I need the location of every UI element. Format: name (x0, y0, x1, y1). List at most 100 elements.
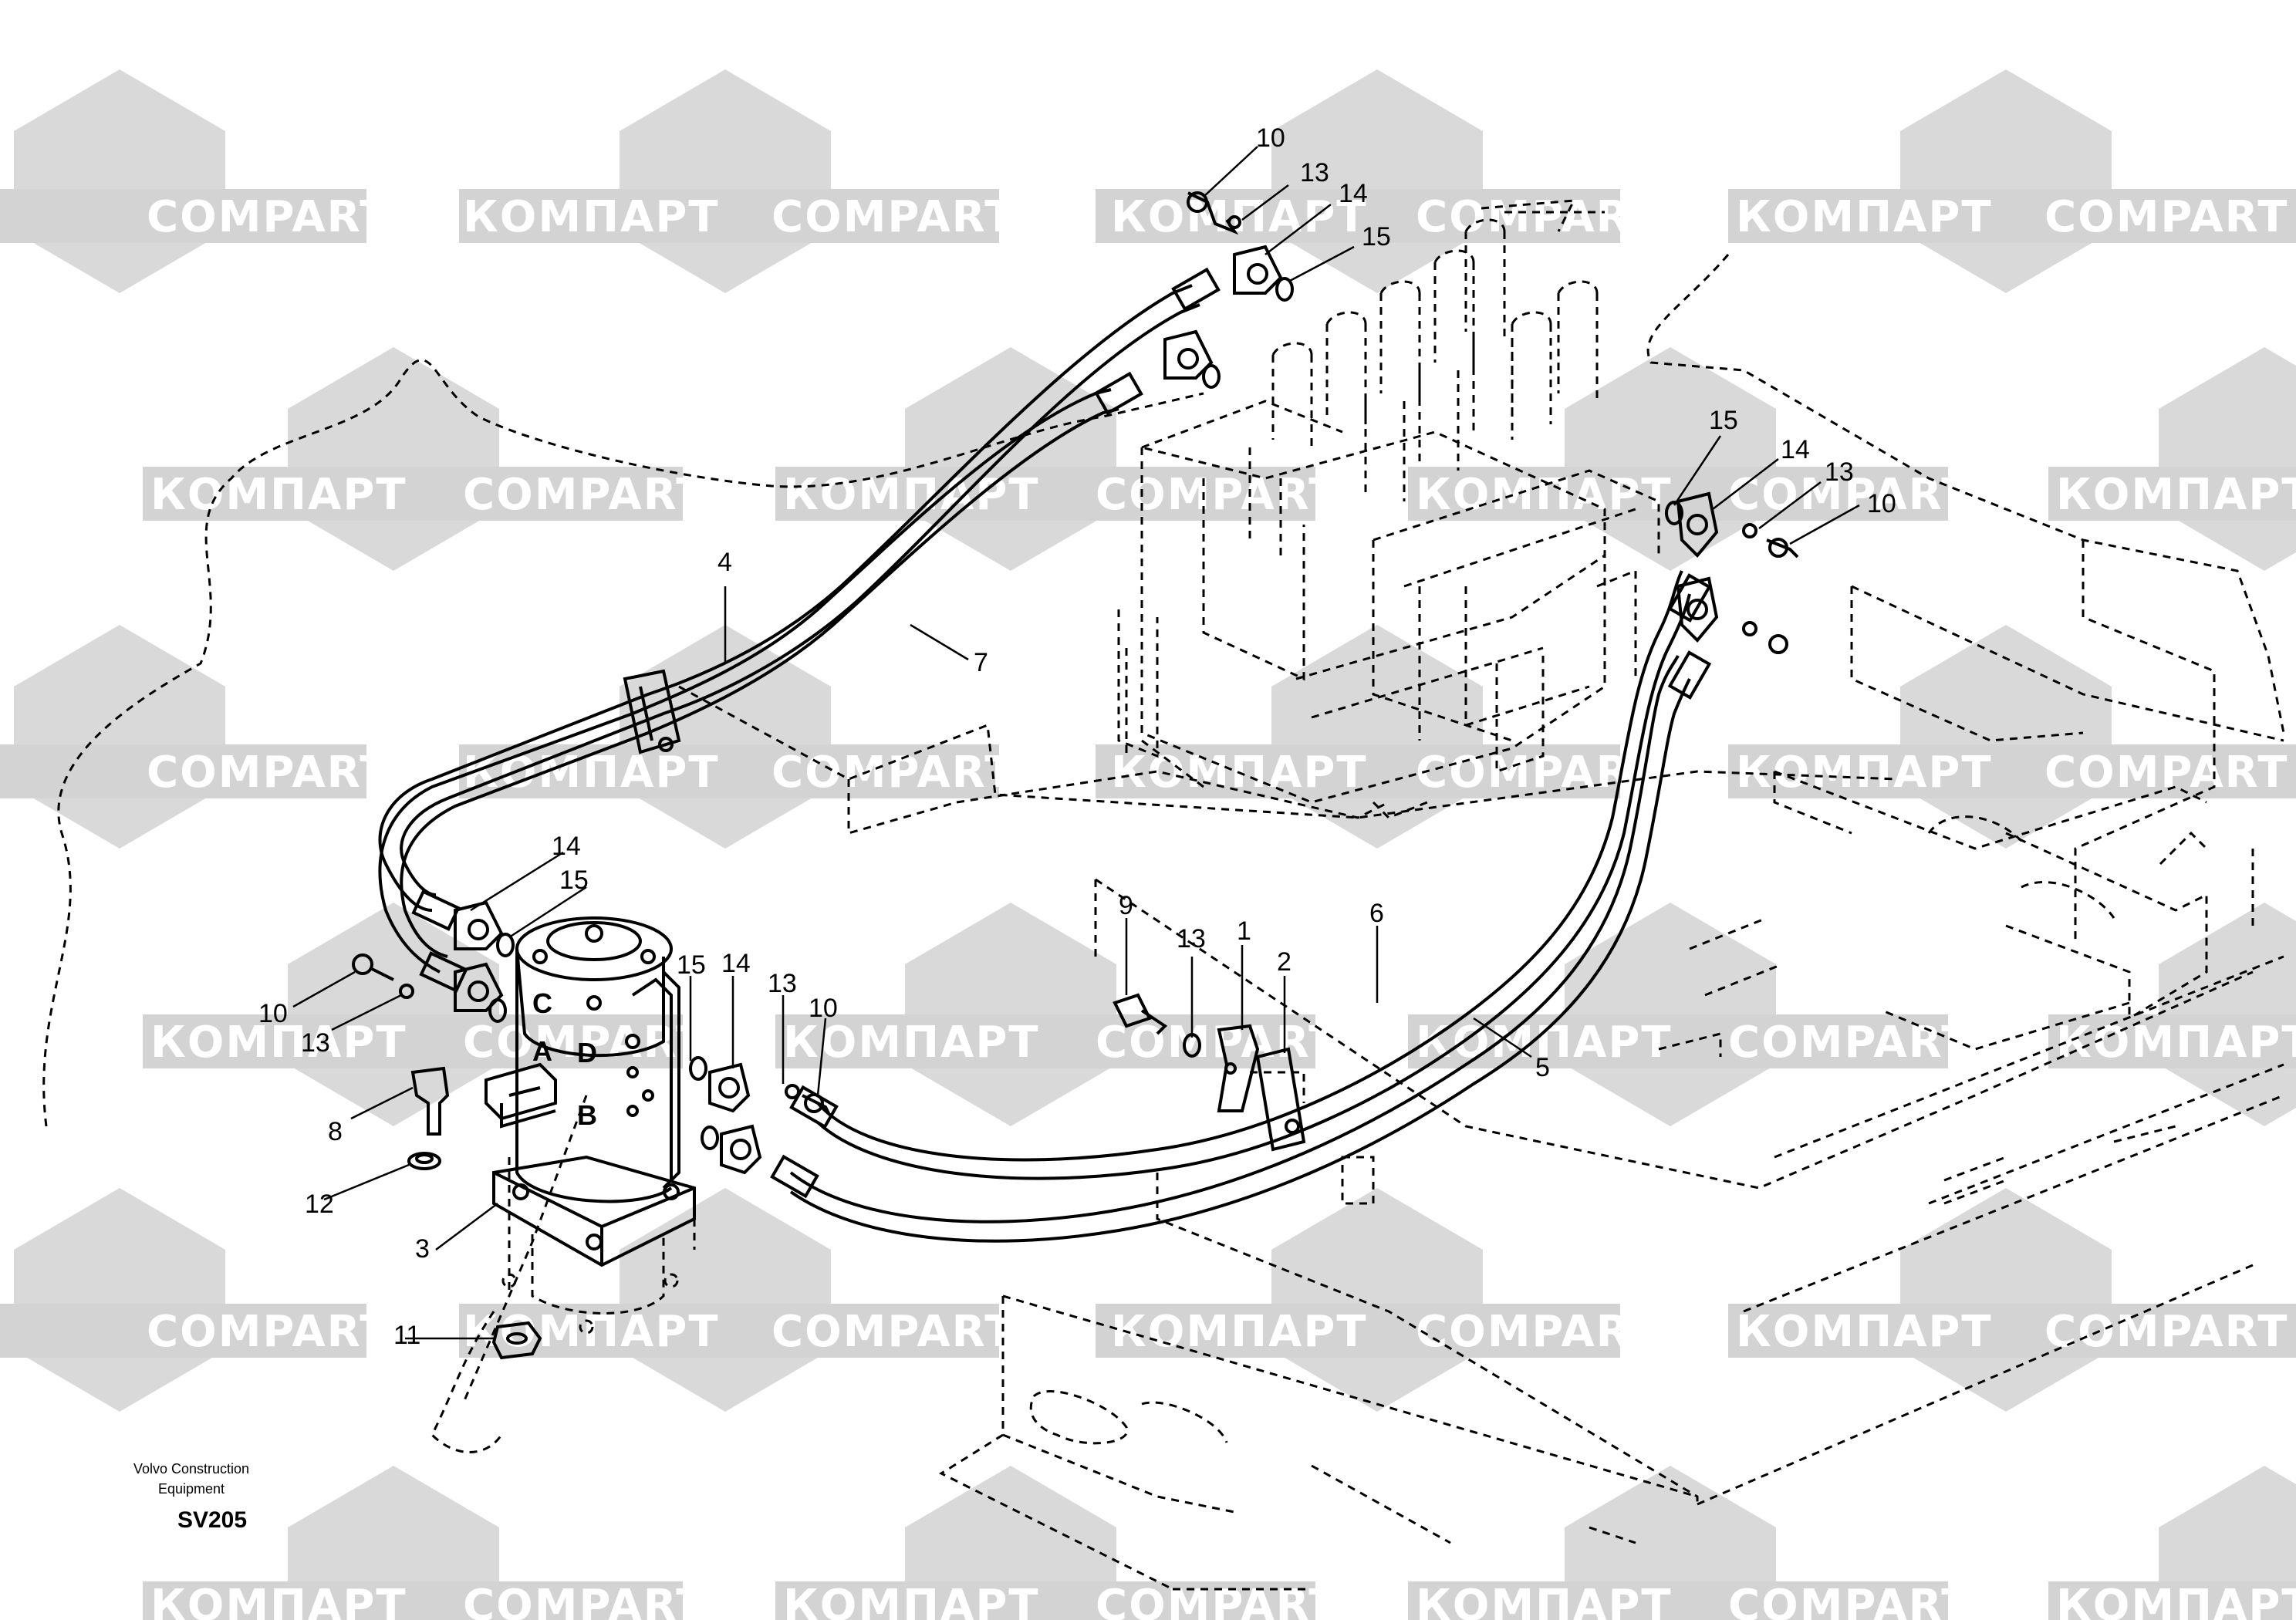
fastener-hardware (352, 191, 1799, 1360)
maker-name-line-2: Equipment (158, 1481, 225, 1497)
callout-11: 11 (393, 1321, 420, 1350)
callout-10: 10 (1867, 489, 1896, 518)
hose-6-outer (816, 570, 1683, 1162)
watermark-kompart: КОМПАРТ (1111, 192, 1368, 242)
washer-13 (1227, 215, 1241, 229)
callout-8: 8 (328, 1117, 343, 1146)
bolt-10 (352, 953, 373, 975)
callout-4: 4 (718, 548, 732, 577)
watermark-compart: COMPART (2044, 192, 2288, 242)
watermark-compart: COMPART (1728, 1581, 1972, 1620)
watermark-compart: COMPART (1096, 1018, 1339, 1068)
watermark-compart: COMPART (2044, 1307, 2288, 1357)
hose-7-inner (400, 407, 1119, 958)
watermark-compart: COMPART (147, 748, 390, 798)
swivel-joint: C A D B (461, 916, 696, 1405)
watermark-compart: COMPART (1728, 1018, 1972, 1068)
watermark-compart: COMPART (772, 192, 1015, 242)
hose-5-outer (789, 655, 1680, 1223)
watermark-compart: COMPART (1096, 470, 1339, 520)
control-valve-outline (1117, 199, 1660, 819)
callout-14: 14 (1781, 435, 1810, 464)
callout-2: 2 (1277, 947, 1292, 977)
split-flange-14 (708, 1062, 751, 1113)
watermark-kompart: КОМПАРТ (783, 1581, 1040, 1620)
watermark-kompart: КОМПАРТ (150, 1581, 407, 1620)
callout-13: 13 (301, 1028, 330, 1058)
callout-10: 10 (258, 999, 288, 1028)
watermark-compart: COMPART (2044, 748, 2288, 798)
watermark-kompart: КОМПАРТ (1736, 192, 1993, 242)
watermark-kompart: КОМПАРТ (1416, 1581, 1673, 1620)
maker-name-line-1: Volvo Construction (133, 1461, 249, 1477)
split-flange-14 (1233, 245, 1283, 295)
callout-3: 3 (415, 1234, 430, 1264)
leader-lines (292, 146, 1860, 1340)
hose-fitting (419, 951, 468, 993)
callout-15: 15 (1709, 406, 1738, 435)
washer-13 (399, 984, 414, 999)
washer-13 (1742, 523, 1757, 538)
hose-fitting (1094, 371, 1143, 416)
hose-fitting (1171, 267, 1221, 312)
o-ring-15 (689, 1056, 707, 1081)
watermark-compart: COMPART (147, 192, 390, 242)
o-ring-15 (1275, 277, 1294, 302)
port-label-c: C (532, 987, 552, 1019)
callout-14: 14 (552, 832, 581, 861)
callout-13: 13 (1825, 457, 1854, 487)
clamp-2 (1255, 1047, 1306, 1152)
drawing-footer: Volvo Construction Equipment SV205 (133, 1461, 249, 1533)
bolt-10 (1766, 538, 1799, 559)
washer-13 (785, 1084, 800, 1099)
port-label-b: B (577, 1099, 597, 1131)
watermark-kompart: КОМПАРТ (2056, 1018, 2296, 1068)
callout-10: 10 (1256, 123, 1285, 153)
callout-14: 14 (1339, 179, 1368, 208)
hose-clamps (623, 669, 1306, 1152)
watermark-labels: COMPART КОМПАРТ COMPART КОМПАРТ COMPART … (147, 192, 2296, 1620)
watermark-kompart: КОМПАРТ (150, 1018, 407, 1068)
hose-fitting (1667, 650, 1712, 700)
watermark-layer: COMPART КОМПАРТ COMPART КОМПАРТ COMPART … (0, 69, 2296, 1620)
watermark-kompart: КОМПАРТ (1416, 470, 1673, 520)
hose-7-outer (378, 388, 1112, 974)
watermark-hexagons (14, 69, 2296, 1620)
hose-fitting (411, 889, 461, 931)
callout-15: 15 (1362, 222, 1391, 251)
hose-fitting (770, 1154, 819, 1199)
callout-13: 13 (1177, 924, 1206, 953)
watermark-kompart: КОМПАРТ (2056, 1581, 2296, 1620)
watermark-kompart: КОМПАРТ (1736, 1307, 1993, 1357)
nut-11 (491, 1321, 542, 1360)
callout-6: 6 (1369, 899, 1384, 928)
watermark-compart: COMPART (463, 1581, 707, 1620)
watermark-compart: COMPART (1416, 1307, 1660, 1357)
bolt-9 (1113, 993, 1168, 1035)
watermark-kompart: КОМПАРТ (783, 470, 1040, 520)
hose-4-inner (400, 303, 1200, 896)
hose-6-inner (816, 593, 1691, 1180)
port-label-a: A (532, 1035, 552, 1067)
callout-9: 9 (1119, 891, 1133, 920)
callout-7: 7 (974, 648, 988, 677)
watermark-compart: COMPART (147, 1307, 390, 1357)
drawing-code: SV205 (177, 1507, 247, 1533)
bolt-10 (802, 1094, 831, 1115)
o-ring-15 (1665, 501, 1683, 525)
clamp-upper (623, 669, 681, 754)
bolt-8 (410, 1066, 450, 1136)
watermark-compart: COMPART (1096, 1581, 1339, 1620)
watermark-compart: COMPART (772, 748, 1015, 798)
port-label-d: D (577, 1037, 597, 1068)
watermark-kompart: КОМПАРТ (150, 470, 407, 520)
callout-15: 15 (559, 866, 589, 895)
callout-14: 14 (721, 949, 751, 978)
watermark-compart: COMPART (1416, 192, 1660, 242)
callout-5: 5 (1535, 1053, 1550, 1082)
watermark-kompart: КОМПАРТ (1416, 1018, 1673, 1068)
watermark-kompart: КОМПАРТ (2056, 470, 2296, 520)
o-ring-15 (496, 933, 515, 957)
callout-12: 12 (305, 1190, 334, 1219)
hose-5-inner (789, 678, 1691, 1243)
